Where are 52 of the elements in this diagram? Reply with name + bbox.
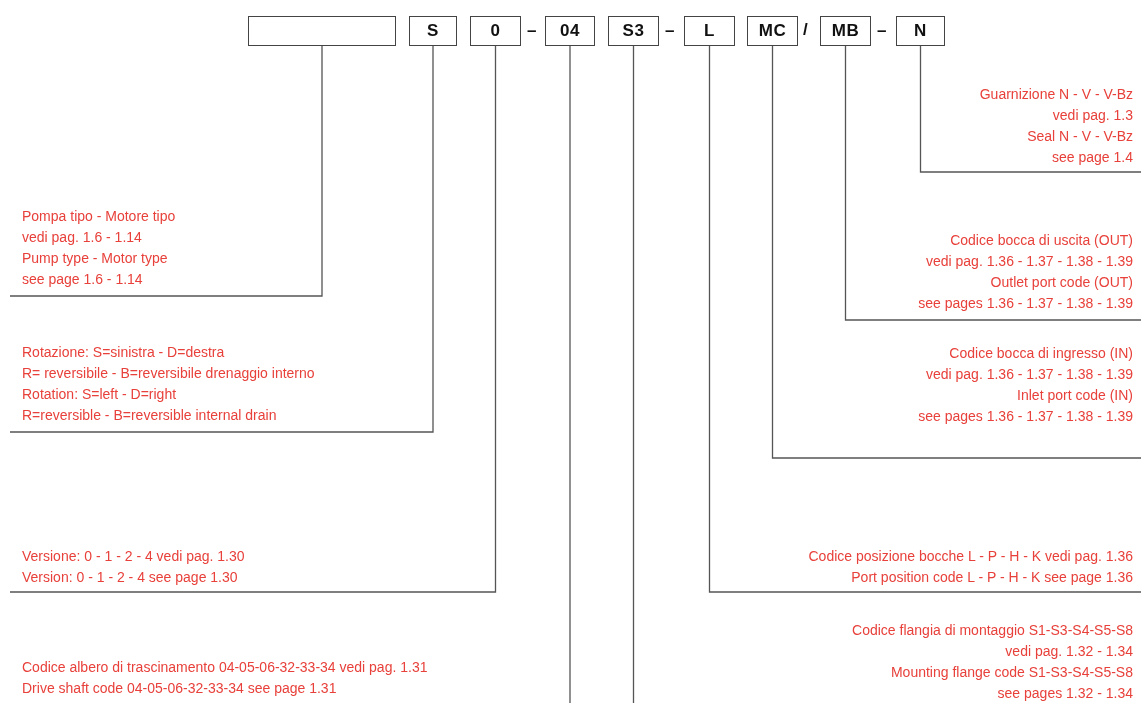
note-text: Mounting flange code S1-S3-S4-S5-S8 — [890, 663, 1133, 682]
code-box: 0 — [470, 16, 521, 46]
leader-line — [844, 45, 1141, 321]
description-text: Seal N - V - V-Bz — [1027, 127, 1133, 146]
leader-line — [771, 45, 1141, 459]
code-box: L — [684, 16, 735, 46]
description-text: Guarnizione N - V - V-Bz — [979, 85, 1133, 104]
leader-line — [919, 45, 1141, 173]
leader-line — [708, 45, 1141, 593]
note-text: Codice flangia di montaggio S1-S3-S4-S5-S8 — [852, 621, 1133, 640]
code-box: N — [896, 16, 945, 46]
note-text: Drive shaft code 04-05-06-32-33-34 see page 1.31 — [22, 679, 337, 698]
separator: – — [527, 21, 537, 41]
description-text: Inlet port code (IN) — [1017, 386, 1133, 405]
separator: / — [803, 20, 808, 40]
description-text: vedi pag. 1.6 - 1.14 — [22, 228, 142, 247]
description-text: Pump type - Motor type — [22, 249, 168, 268]
code-box: MC — [747, 16, 798, 46]
leader-line — [9, 45, 497, 593]
description-text: Versione: 0 - 1 - 2 - 4 vedi pag. 1.30 — [22, 547, 245, 566]
leader-line — [569, 45, 571, 703]
code-box: MB — [820, 16, 871, 46]
description-text: Rotazione: S=sinistra - D=destra — [22, 343, 225, 362]
code-box — [248, 16, 396, 46]
separator: – — [665, 21, 675, 41]
description-text: Outlet port code (OUT) — [990, 273, 1133, 292]
description-text: vedi pag. 1.36 - 1.37 - 1.38 - 1.39 — [925, 365, 1133, 384]
description-text: vedi pag. 1.3 — [1052, 106, 1133, 125]
description-text: R= reversibile - B=reversibile drenaggio interno — [22, 364, 315, 383]
description-text: Codice bocca di uscita (OUT) — [950, 231, 1133, 250]
code-box: S — [409, 16, 457, 46]
description-text: see page 1.6 - 1.14 — [22, 270, 143, 289]
description-text: Codice posizione bocche L - P - H - K vedi pag. 1.36 — [808, 547, 1133, 566]
description-text: see pages 1.36 - 1.37 - 1.38 - 1.39 — [918, 294, 1133, 313]
note-text: see pages 1.32 - 1.34 — [997, 684, 1133, 703]
description-text: see pages 1.36 - 1.37 - 1.38 - 1.39 — [918, 407, 1133, 426]
leader-line — [9, 45, 434, 433]
note-text: vedi pag. 1.32 - 1.34 — [1005, 642, 1133, 661]
description-text: Version: 0 - 1 - 2 - 4 see page 1.30 — [22, 568, 238, 587]
description-text: Port position code L - P - H - K see page 1.36 — [851, 568, 1133, 587]
code-box: S3 — [608, 16, 659, 46]
note-text: Codice albero di trascinamento 04-05-06-32-33-34 vedi pag. 1.31 — [22, 658, 428, 677]
separator: – — [877, 21, 887, 41]
description-text: vedi pag. 1.36 - 1.37 - 1.38 - 1.39 — [925, 252, 1133, 271]
description-text: Codice bocca di ingresso (IN) — [949, 344, 1133, 363]
code-box: 04 — [545, 16, 595, 46]
leader-line — [632, 45, 635, 703]
description-text: Pompa tipo - Motore tipo — [22, 207, 176, 226]
description-text: see page 1.4 — [1052, 148, 1133, 167]
description-text: Rotation: S=left - D=right — [22, 385, 177, 404]
description-text: R=reversible - B=reversible internal drain — [22, 406, 277, 425]
leader-line — [9, 45, 323, 297]
